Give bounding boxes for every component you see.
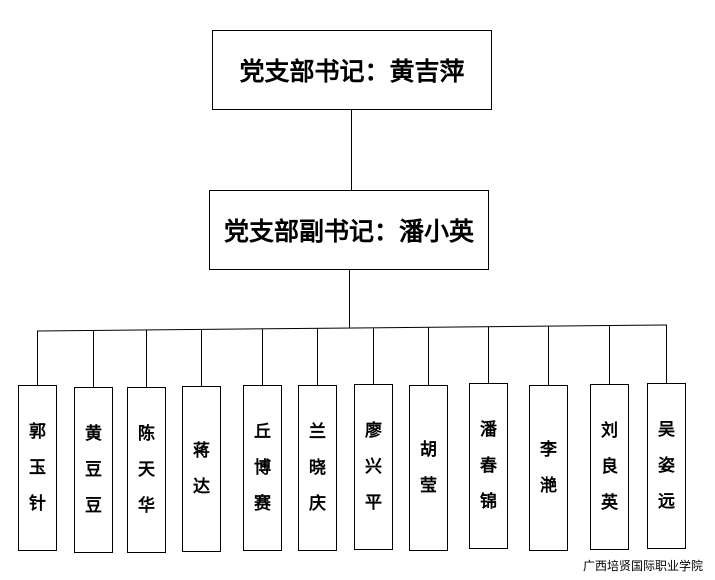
member-name: 兰晓庆	[309, 422, 326, 514]
member-box: 蒋达	[182, 386, 221, 552]
member-box: 陈天华	[127, 387, 166, 553]
member-name: 刘良英	[601, 421, 618, 513]
member-box: 廖兴平	[354, 384, 393, 550]
member-name: 丘博赛	[254, 422, 271, 514]
secretary-box: 党支部书记：黄吉萍	[212, 30, 492, 110]
watermark: 广西培贤国际职业学院	[582, 559, 703, 573]
member-name: 胡莹	[420, 440, 437, 496]
member-name: 廖兴平	[365, 421, 382, 513]
member-box: 潘春锦	[469, 383, 508, 549]
drop-line	[262, 329, 263, 385]
drop-line	[201, 329, 202, 386]
member-box: 胡莹	[409, 385, 448, 551]
drop-line	[428, 327, 429, 385]
member-box: 李滟	[529, 385, 568, 551]
drop-line	[317, 328, 318, 385]
connector-secretary-deputy	[351, 110, 352, 190]
drop-line	[373, 328, 374, 384]
member-box: 吴姿远	[647, 383, 686, 549]
member-box: 刘良英	[590, 384, 629, 550]
member-name: 黄豆豆	[85, 424, 102, 516]
secretary-label: 党支部书记：黄吉萍	[239, 57, 465, 86]
member-box: 郭玉针	[18, 385, 57, 551]
member-name: 李滟	[540, 440, 557, 496]
drop-line	[37, 331, 38, 385]
member-name: 吴姿远	[658, 420, 675, 512]
member-box: 丘博赛	[243, 385, 282, 551]
member-box: 黄豆豆	[74, 387, 113, 553]
member-name: 郭玉针	[29, 422, 46, 514]
connector-deputy-bus	[349, 270, 350, 328]
member-name: 蒋达	[193, 441, 210, 497]
drop-line	[666, 325, 667, 383]
drop-line	[93, 330, 94, 387]
member-name: 潘春锦	[480, 420, 497, 512]
member-name: 陈天华	[138, 424, 155, 516]
drop-line	[488, 327, 489, 383]
member-box: 兰晓庆	[298, 385, 337, 551]
drop-line	[548, 326, 549, 385]
drop-line	[609, 326, 610, 384]
deputy-secretary-label: 党支部副书记：潘小英	[223, 217, 474, 246]
deputy-secretary-box: 党支部副书记：潘小英	[209, 190, 489, 270]
drop-line	[146, 330, 147, 387]
